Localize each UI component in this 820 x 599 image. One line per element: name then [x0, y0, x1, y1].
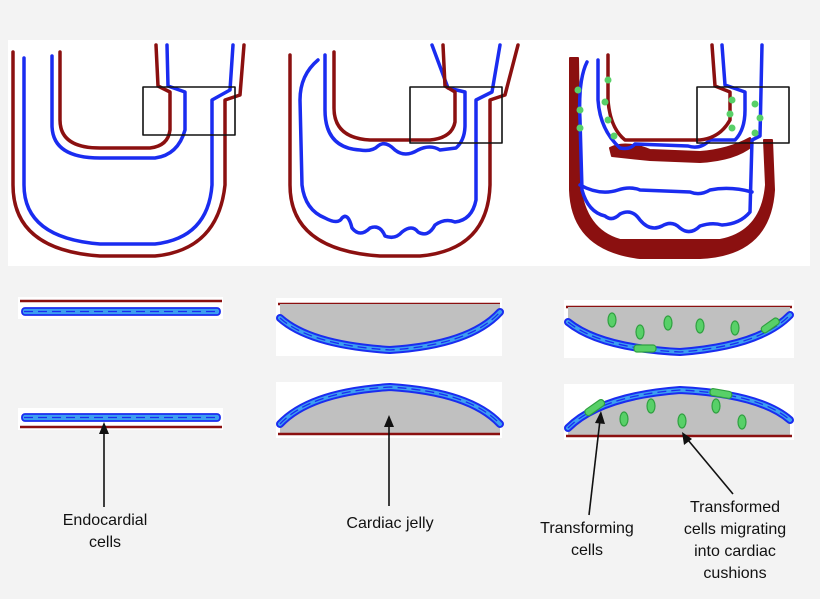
- label-line: Cardiac jelly: [346, 515, 434, 532]
- green-cell: [576, 106, 584, 114]
- label-line: Transformed: [689, 499, 781, 516]
- label-line: cells: [570, 542, 603, 559]
- endocardium-outer-wavy: [298, 43, 502, 240]
- migrating-cells-box: [726, 96, 764, 137]
- transforming-cell: [584, 398, 606, 417]
- label-cardiac-jelly: Cardiac jelly: [320, 513, 460, 535]
- green-cell: [576, 124, 584, 132]
- myocardium-outer: [11, 43, 246, 258]
- focus-box: [409, 86, 503, 144]
- green-cell: [751, 129, 759, 137]
- migrating-cell: [607, 312, 617, 328]
- migrating-cell: [730, 320, 740, 336]
- label-line: Transforming: [540, 520, 634, 537]
- heart-tube-stage-2: [288, 43, 520, 258]
- arrow-head: [682, 432, 692, 445]
- label-transforming-cells: Transforming cells: [522, 518, 652, 562]
- migrating-cell: [737, 414, 747, 430]
- migrating-cell: [619, 411, 629, 427]
- myocardium-inner: [332, 43, 457, 142]
- migrating-cell: [711, 398, 721, 414]
- myocardium-thick-outer: [569, 57, 775, 259]
- closeup-stage-1: [18, 297, 223, 430]
- green-cell: [728, 124, 736, 132]
- endocardium-outer-wavy: [577, 43, 764, 234]
- label-transformed-cells: Transformed cells migrating into cardiac…: [665, 497, 805, 585]
- arrow-head: [384, 415, 394, 427]
- endocardium-mid-wavy: [578, 183, 754, 196]
- label-endocardial-cells: Endocardial cells: [40, 510, 170, 554]
- endocardial-cell-layer: [21, 413, 221, 422]
- heart-tube-stage-1: [11, 43, 246, 258]
- green-cell: [604, 76, 612, 84]
- endocardium-inner-wavy: [323, 43, 467, 156]
- cell-dashes: [279, 311, 501, 351]
- endocardium-inner-wavy: [596, 43, 747, 151]
- closeup-stage-2: [276, 298, 504, 438]
- arrow-transformed: [687, 439, 734, 495]
- transforming-cell: [633, 344, 657, 353]
- label-line: cells migrating: [683, 521, 787, 538]
- green-cell: [751, 100, 759, 108]
- green-cell: [610, 132, 618, 140]
- label-line: Endocardial: [62, 512, 148, 529]
- migrating-cell: [695, 318, 705, 334]
- myocardium-inner-thin: [606, 43, 732, 142]
- migrating-cell: [677, 413, 687, 429]
- focus-box: [142, 86, 236, 136]
- green-cell: [726, 110, 734, 118]
- green-cell: [604, 116, 612, 124]
- label-line: into cardiac: [694, 543, 776, 560]
- annotation-arrows: [99, 411, 734, 516]
- migrating-cells-left: [574, 76, 618, 140]
- transforming-cell: [760, 317, 780, 334]
- heart-tube-stage-3: [569, 43, 790, 259]
- cell-dashes: [567, 314, 791, 353]
- cell-dashes: [279, 386, 501, 425]
- arrow-transforming: [588, 419, 601, 516]
- focus-box: [696, 86, 790, 144]
- arrow-head: [99, 422, 109, 434]
- myocardium-outer: [288, 43, 520, 258]
- migrating-cell: [646, 398, 656, 414]
- green-cell: [756, 114, 764, 122]
- myocardium-inner: [58, 43, 172, 150]
- transforming-cell: [709, 388, 733, 399]
- label-line: cells: [88, 534, 121, 551]
- migrating-cell: [635, 324, 645, 340]
- endocardial-cell-layer: [21, 307, 221, 316]
- green-cell: [728, 96, 736, 104]
- green-cell: [574, 86, 582, 94]
- closeup-stage-3: [564, 300, 794, 440]
- green-cell: [601, 98, 609, 106]
- arrow-head: [595, 411, 605, 424]
- endocardium-outer: [22, 43, 235, 246]
- migrating-cell: [663, 315, 673, 331]
- label-line: cushions: [703, 565, 767, 582]
- endocardium-inner: [50, 43, 187, 160]
